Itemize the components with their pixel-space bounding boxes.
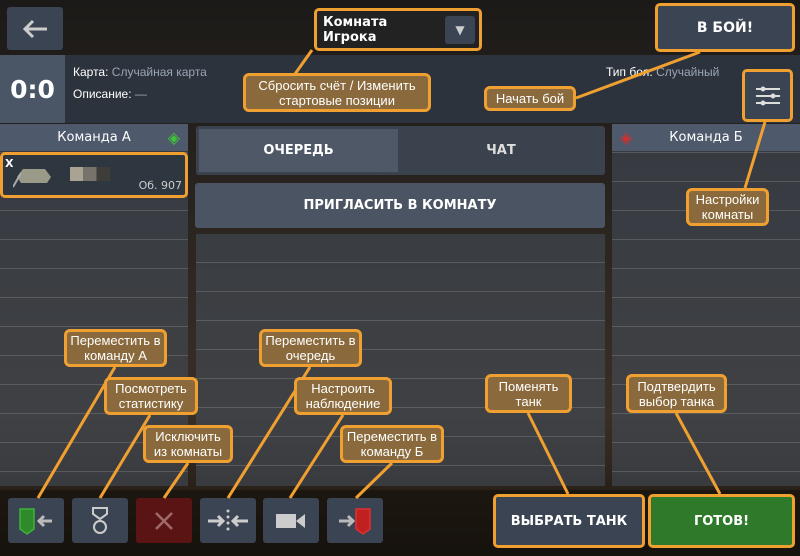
map-label: Карта: [73, 65, 109, 79]
map-value: Случайная карта [111, 65, 207, 79]
score: 0:0 [0, 55, 65, 123]
move-to-queue-button[interactable] [200, 498, 256, 543]
team-b-panel [612, 124, 800, 486]
room-selector[interactable]: Комната Игрока ▼ [314, 8, 482, 51]
callout-change-tank: Поменять танк [485, 374, 572, 413]
battle-button[interactable]: В БОЙ! [655, 3, 795, 52]
type-label: Тип боя: [606, 65, 653, 79]
move-to-team-b-icon [339, 507, 371, 535]
team-a-diamond-icon: ◈ [167, 128, 180, 147]
room-title: Комната Игрока [323, 14, 388, 45]
team-b-header: ◈ Команда Б [612, 124, 800, 151]
kick-button[interactable] [136, 498, 192, 543]
arrow-left-icon [22, 19, 47, 38]
close-icon [155, 511, 173, 530]
view-stats-button[interactable] [72, 498, 128, 543]
tank-icon [13, 169, 51, 188]
medal-icon [92, 506, 108, 534]
invite-button[interactable]: ПРИГЛАСИТЬ В КОМНАТУ [195, 183, 605, 228]
camera-icon [276, 513, 305, 528]
tab-queue[interactable]: ОЧЕРЕДЬ [199, 129, 398, 172]
type-value: Случайный [656, 65, 720, 79]
ready-button[interactable]: ГОТОВ! [648, 494, 795, 548]
move-to-team-b-button[interactable] [327, 498, 383, 543]
select-tank-button[interactable]: ВЫБРАТЬ ТАНК [493, 494, 645, 548]
spectate-button[interactable] [263, 498, 319, 543]
move-to-team-a-icon [19, 507, 52, 535]
callout-confirm-tank: Подтвердить выбор танка [626, 374, 727, 413]
callout-kick: Исключить из комнаты [143, 425, 233, 463]
desc-value: — [134, 87, 147, 101]
callout-stats: Посмотреть статистику [104, 377, 198, 415]
desc-label: Описание: [73, 87, 132, 101]
team-a-header: Команда А ◈ [0, 124, 188, 151]
callout-reset: Сбросить счёт / Изменить стартовые позиц… [243, 73, 431, 112]
callout-move-queue: Переместить в очередь [259, 329, 362, 367]
player-row[interactable]: X Об. 907 [0, 152, 188, 198]
move-to-team-a-button[interactable] [8, 498, 64, 543]
sliders-icon [755, 86, 780, 105]
callout-spectate: Настроить наблюдение [294, 377, 392, 415]
callout-move-a: Переместить в команду А [64, 329, 167, 367]
tab-chat[interactable]: ЧАТ [486, 143, 516, 158]
chevron-down-icon[interactable]: ▼ [445, 15, 475, 44]
back-button[interactable] [7, 7, 63, 50]
callout-start: Начать бой [484, 86, 576, 111]
callout-move-b: Переместить в команду Б [340, 425, 444, 463]
camo-swatch [70, 167, 110, 181]
room-settings-button[interactable] [742, 69, 793, 122]
tank-name: Об. 907 [138, 179, 182, 192]
tier-label: X [5, 157, 14, 170]
team-b-diamond-icon: ◈ [620, 128, 633, 147]
callout-settings: Настройки комнаты [686, 188, 769, 226]
merge-arrows-icon [208, 509, 248, 530]
